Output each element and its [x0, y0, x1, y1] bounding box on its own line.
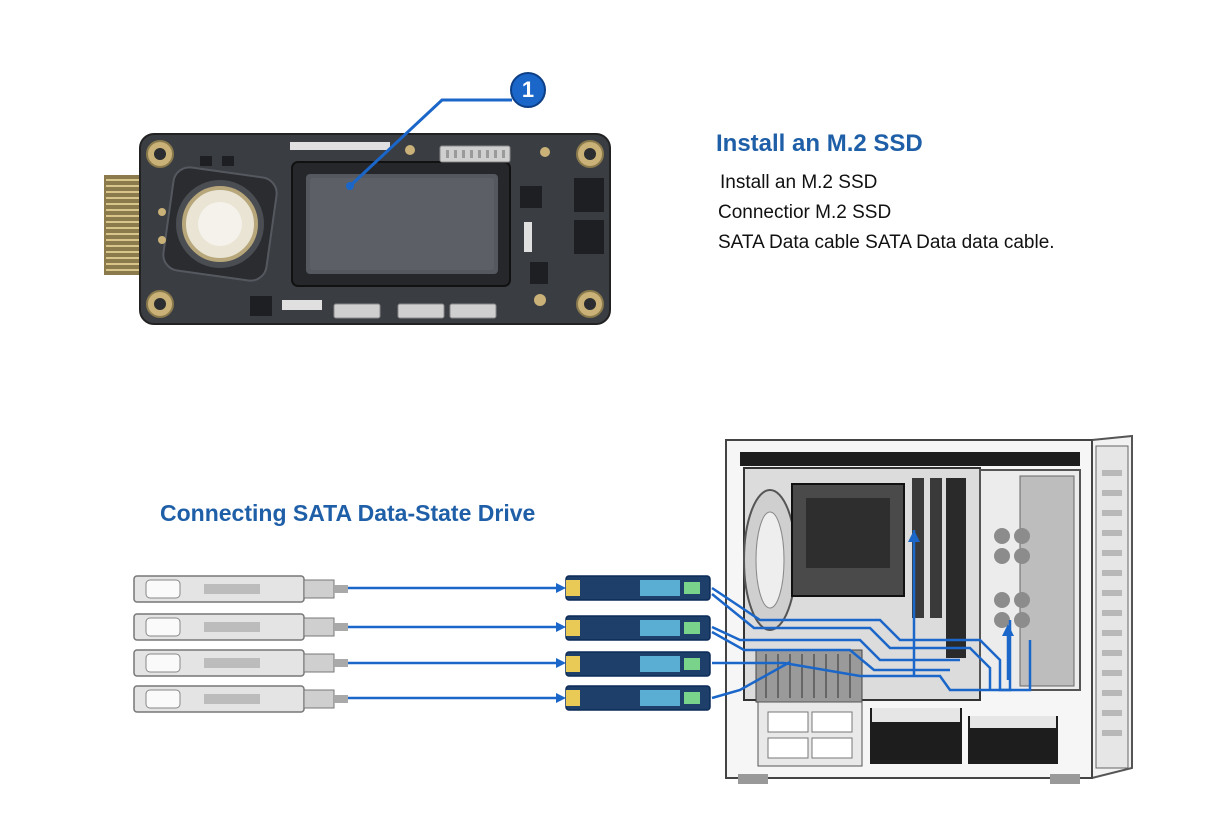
- callout-arrow: [346, 72, 546, 190]
- sata-section-heading: Connecting SATA Data-State Drive: [160, 500, 536, 526]
- install-line-3: SATA Data cable SATA Data data cable.: [718, 232, 1055, 253]
- callout-number-badge: 1: [521, 77, 535, 102]
- install-line-2: Connectior M.2 SSD: [718, 202, 892, 223]
- m2-cards: [565, 575, 711, 711]
- fan-icon: [162, 166, 278, 282]
- mounting-hole: [146, 140, 604, 318]
- sata-data-cable: [348, 530, 1032, 700]
- install-line-1: Install an M.2 SSD: [720, 172, 878, 193]
- sata-bracket-cards: [133, 575, 348, 713]
- m2-ssd-slot: [291, 161, 511, 287]
- m2-adapter-board: [139, 133, 611, 325]
- edge-connector: [104, 175, 144, 275]
- install-section-heading: Install an M.2 SSD: [716, 130, 923, 157]
- pc-case: [725, 434, 1133, 784]
